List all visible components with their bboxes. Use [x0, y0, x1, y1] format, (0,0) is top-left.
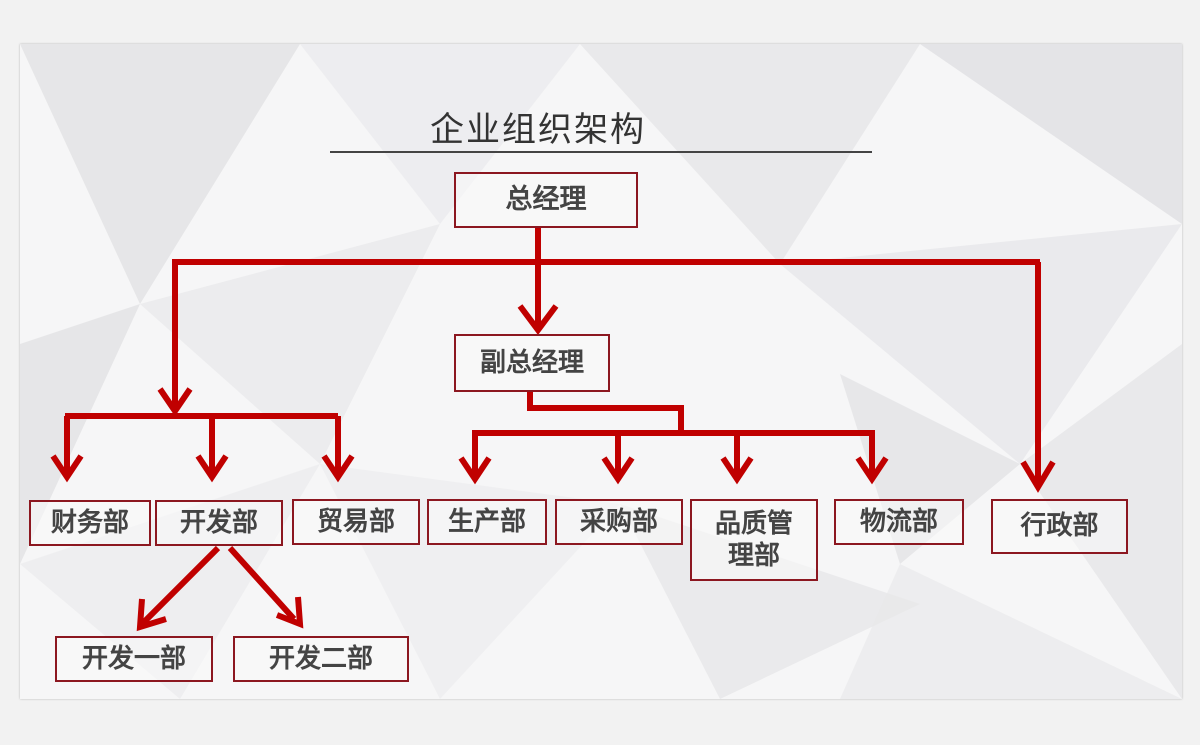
node-label: 采购部 [579, 506, 658, 537]
node-label: 物流部 [859, 506, 938, 537]
slide: 企业组织架构 [20, 44, 1182, 699]
node-label: 生产部 [447, 506, 526, 537]
node-finance: 财务部 [29, 500, 151, 546]
node-label: 开发一部 [81, 643, 186, 674]
node-logistics: 物流部 [834, 499, 964, 545]
node-quality: 品质管理部 [690, 499, 818, 581]
node-development: 开发部 [155, 500, 283, 546]
page-title: 企业组织架构 [430, 110, 646, 150]
node-trade: 贸易部 [292, 499, 420, 545]
node-label: 贸易部 [316, 506, 395, 537]
node-label: 总经理 [505, 184, 587, 216]
node-dev-one: 开发一部 [55, 636, 213, 682]
node-label: 品质管理部 [714, 508, 793, 572]
node-label: 开发二部 [268, 643, 373, 674]
node-label: 财务部 [50, 507, 129, 538]
node-label: 副总经理 [479, 347, 584, 378]
node-general-manager: 总经理 [454, 172, 638, 228]
node-label: 开发部 [179, 507, 258, 538]
node-dev-two: 开发二部 [233, 636, 409, 682]
node-production: 生产部 [427, 499, 547, 545]
node-administration: 行政部 [991, 499, 1128, 554]
title-underline [330, 151, 872, 153]
node-deputy-general-manager: 副总经理 [454, 334, 610, 392]
node-purchasing: 采购部 [555, 499, 683, 545]
node-label: 行政部 [1020, 511, 1099, 542]
